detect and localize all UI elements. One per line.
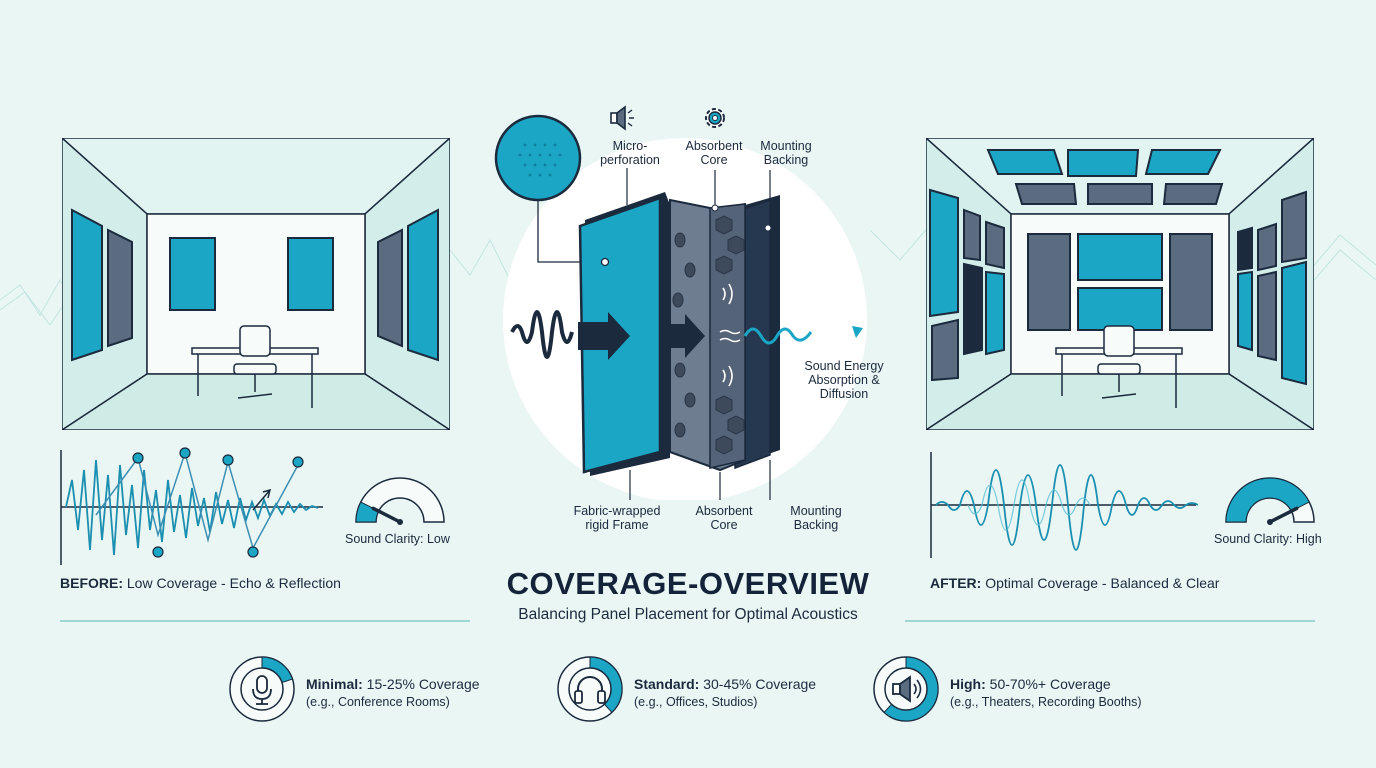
page-subtitle: Balancing Panel Placement for Optimal Ac… bbox=[518, 606, 858, 623]
before-echo-waveform bbox=[60, 447, 323, 565]
after-room-illustration bbox=[926, 138, 1314, 430]
coverage-ring-1 bbox=[557, 656, 623, 722]
panel-layer-diagram bbox=[494, 114, 867, 500]
coverage-text-1: Standard: 30-45% Coverage (e.g., Offices… bbox=[634, 676, 816, 711]
coverage-name: High: bbox=[950, 676, 986, 692]
before-caption: BEFORE: Low Coverage - Echo & Reflection bbox=[60, 575, 341, 591]
coverage-range: 50-70%+ Coverage bbox=[985, 676, 1111, 692]
label-mounting-backing-bottom: Mounting Backing bbox=[790, 504, 842, 532]
before-clarity-label: Sound Clarity: Low bbox=[345, 532, 450, 546]
coverage-example: (e.g., Conference Rooms) bbox=[306, 695, 450, 709]
coverage-range: 30-45% Coverage bbox=[699, 676, 817, 692]
coverage-text-0: Minimal: 15-25% Coverage (e.g., Conferen… bbox=[306, 676, 480, 711]
coverage-range: 15-25% Coverage bbox=[362, 676, 480, 692]
coverage-name: Minimal: bbox=[306, 676, 363, 692]
label-mounting-backing-top: Mounting Backing bbox=[760, 139, 812, 167]
coverage-name: Standard: bbox=[634, 676, 700, 692]
speaker-icon bbox=[610, 105, 634, 131]
after-clarity-gauge bbox=[1225, 477, 1315, 525]
coverage-text-2: High: 50-70%+ Coverage (e.g., Theaters, … bbox=[950, 676, 1142, 711]
label-fabric-frame: Fabric-wrapped rigid Frame bbox=[573, 504, 661, 532]
headphones-icon bbox=[574, 676, 606, 704]
microphone-icon bbox=[252, 675, 272, 705]
page-title: COVERAGE-OVERVIEW bbox=[506, 566, 870, 601]
after-clarity-label: Sound Clarity: High bbox=[1214, 532, 1322, 546]
label-sound-energy: Sound Energy Absorption & Diffusion bbox=[804, 359, 884, 401]
divider-left bbox=[60, 620, 470, 622]
label-absorbent-core-bottom: Absorbent Core bbox=[695, 504, 753, 532]
label-micro-perforation: Micro- perforation bbox=[600, 139, 660, 167]
gear-icon bbox=[705, 108, 725, 128]
after-balanced-waveform bbox=[930, 452, 1198, 558]
coverage-example: (e.g., Offices, Studios) bbox=[634, 695, 758, 709]
before-clarity-gauge bbox=[355, 477, 445, 525]
micro-perforation-magnifier bbox=[494, 114, 582, 202]
before-room-illustration bbox=[62, 138, 450, 430]
divider-right bbox=[905, 620, 1315, 622]
speaker-icon bbox=[892, 675, 922, 703]
label-absorbent-core-top: Absorbent Core bbox=[685, 139, 743, 167]
after-caption: AFTER: Optimal Coverage - Balanced & Cle… bbox=[930, 575, 1220, 591]
coverage-ring-2 bbox=[873, 656, 939, 722]
coverage-ring-0 bbox=[229, 656, 295, 722]
coverage-example: (e.g., Theaters, Recording Booths) bbox=[950, 695, 1142, 709]
